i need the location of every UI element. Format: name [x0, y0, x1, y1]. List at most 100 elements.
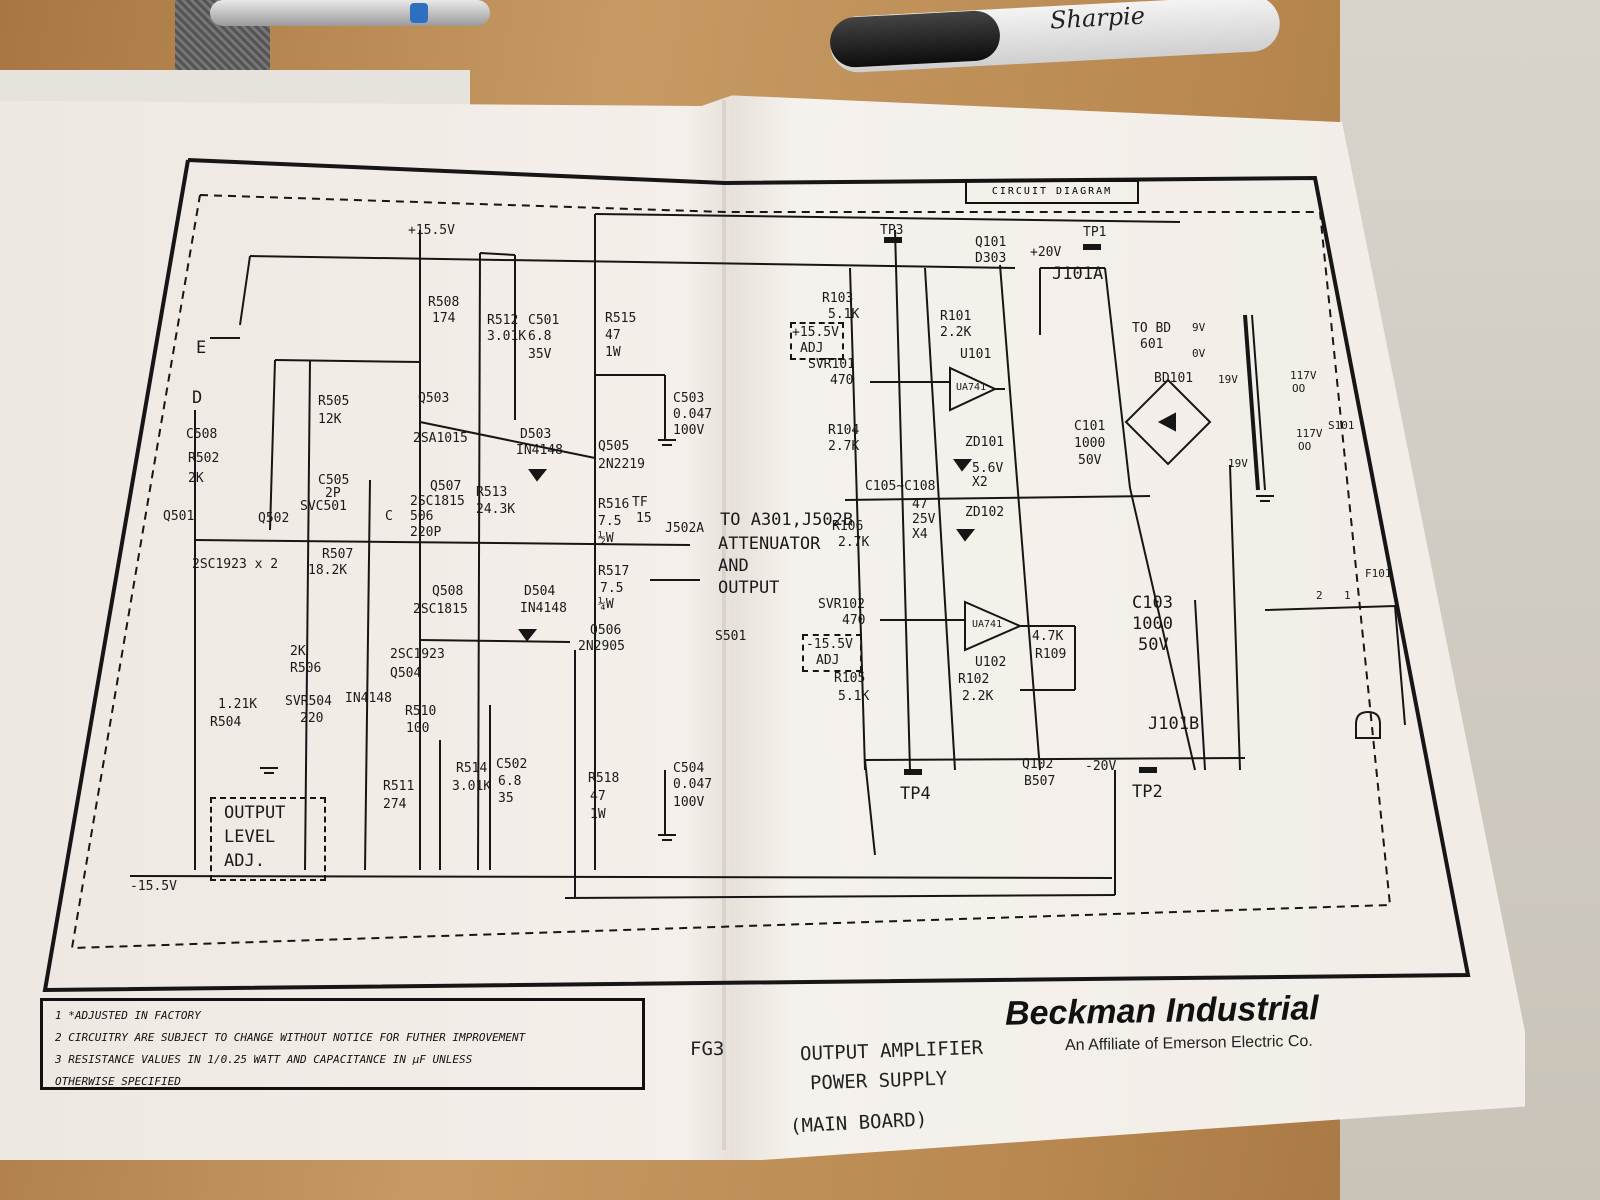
label-r510-value: 100 [406, 721, 430, 736]
label-adj-plus: +15.5V [792, 325, 839, 340]
label-c101-value-1: 1000 [1074, 436, 1106, 451]
label-adj-minus: -15.5V [806, 637, 853, 652]
diode-d503 [528, 469, 548, 482]
label-d504-type: IN4148 [520, 601, 567, 616]
label-117v-a: 117V [1290, 369, 1317, 382]
label-u101: U101 [960, 347, 992, 362]
label-r504-value: 1.21K [218, 697, 258, 712]
label-tp2: TP2 [1132, 782, 1163, 802]
label-pin1: 1 [1344, 589, 1351, 602]
label-c503-value-2: 100V [673, 423, 705, 438]
label-117v-b-2: OO [1298, 440, 1312, 453]
label-and: AND [718, 556, 749, 576]
label-node-c: C [385, 509, 393, 524]
sheet-border [42, 158, 1471, 993]
label-c501-value-2: 35V [528, 347, 552, 362]
label-c502-value-1: 6.8 [498, 774, 522, 789]
bridge-diode [1157, 412, 1176, 432]
label-r518-value-1: 47 [590, 789, 606, 804]
label-r504: R504 [210, 715, 242, 730]
diode-d504 [518, 629, 538, 642]
label-c508: C508 [186, 427, 218, 442]
note-1: 1 *ADJUSTED IN FACTORY [55, 1009, 201, 1022]
label-r104-value: 2.7K [828, 439, 860, 454]
label-c506-value: 220P [410, 525, 442, 540]
brand-logo: Beckman Industrial [1004, 989, 1319, 1033]
label-output-level-1: OUTPUT [224, 803, 286, 823]
label-0v: 0V [1192, 347, 1206, 360]
label-c504: C504 [673, 761, 705, 776]
label-r518: R518 [588, 771, 620, 786]
bottom-rail [129, 875, 1113, 879]
label-q503: Q503 [418, 391, 450, 406]
label-to-bd: TO BD [1132, 321, 1172, 336]
label-q504-type: 2SC1923 [390, 647, 445, 662]
label-ua741-a: UA741 [956, 382, 987, 393]
label-output: OUTPUT [718, 578, 780, 598]
label-minus20v: -20V [1085, 759, 1117, 774]
label-r507: R507 [322, 547, 354, 562]
label-u102: U102 [975, 655, 1007, 670]
label-q507: Q507 [430, 479, 462, 494]
label-r102: R102 [958, 672, 990, 687]
label-tp3: TP3 [880, 223, 904, 238]
label-r109: R109 [1035, 647, 1067, 662]
label-r102-value: 2.2K [962, 689, 994, 704]
label-c505-value: 2P [325, 486, 341, 501]
adj-plus-box: +15.5V ADJ [790, 322, 844, 360]
label-q504: Q504 [390, 666, 422, 681]
label-r106: R106 [832, 519, 864, 534]
label-r505-value: 12K [318, 412, 342, 427]
label-r502-value: 2K [188, 471, 204, 486]
label-d503: D503 [520, 427, 552, 442]
label-q507-type: 2SC1815 [410, 494, 465, 509]
output-level-adj-box: OUTPUT LEVEL ADJ. [210, 797, 326, 881]
label-q506: Q506 [590, 623, 622, 638]
label-c105: C105~C108 [865, 479, 936, 494]
label-q501: Q501 [163, 509, 195, 524]
label-r516: R516 [598, 497, 630, 512]
label-r510: R510 [405, 704, 437, 719]
label-r513-value: 24.3K [476, 502, 516, 517]
label-9v: 9V [1192, 321, 1206, 334]
label-r511-value: 274 [383, 797, 407, 812]
label-j502a: J502A [665, 521, 705, 536]
tp4 [904, 769, 922, 775]
transformer-core [1243, 314, 1260, 491]
label-c103-value-1: 1000 [1132, 614, 1173, 634]
note-2: 2 CIRCUITRY ARE SUBJECT TO CHANGE WITHOU… [55, 1031, 526, 1044]
label-zd101-value-2: X2 [972, 475, 988, 490]
label-c504-value-1: 0.047 [673, 777, 713, 792]
label-d504: D504 [524, 584, 556, 599]
power-plug [1355, 710, 1381, 739]
label-r516-value-1: 7.5 [598, 514, 622, 529]
note-3: 3 RESISTANCE VALUES IN 1/0.25 WATT AND C… [55, 1053, 473, 1066]
title-block: CIRCUIT DIAGRAM [965, 180, 1139, 204]
pen [210, 0, 490, 26]
tp1 [1083, 244, 1101, 250]
label-svr504-value: 220 [300, 711, 324, 726]
label-19v-a: 19V [1218, 373, 1238, 386]
label-c105-value-3: X4 [912, 527, 928, 542]
label-adj-plus-2: ADJ [800, 341, 824, 356]
ground-symbols [260, 439, 1274, 841]
label-zd102: ZD102 [965, 505, 1005, 520]
top-wire [249, 255, 1016, 269]
label-q505-type: 2N2219 [598, 457, 645, 472]
op-amp-u102 [964, 600, 1023, 652]
label-node-e: E [196, 338, 207, 358]
label-tp-tf: TF [632, 495, 648, 510]
label-r517: R517 [598, 564, 630, 579]
label-q501-type: 2SC1923 x 2 [192, 557, 279, 572]
label-r518-value-2: 1W [590, 807, 606, 822]
label-c503: C503 [673, 391, 705, 406]
label-c101-value-2: 50V [1078, 453, 1102, 468]
label-s501: S501 [715, 629, 747, 644]
label-c504-value-2: 100V [673, 795, 705, 810]
label-117v-b: 117V [1296, 427, 1323, 440]
label-node-d: D [192, 388, 203, 408]
label-c105-value-1: 47 [912, 497, 928, 512]
label-q102: Q102 [1022, 757, 1054, 772]
label-c101: C101 [1074, 419, 1106, 434]
label-r103: R103 [822, 291, 854, 306]
